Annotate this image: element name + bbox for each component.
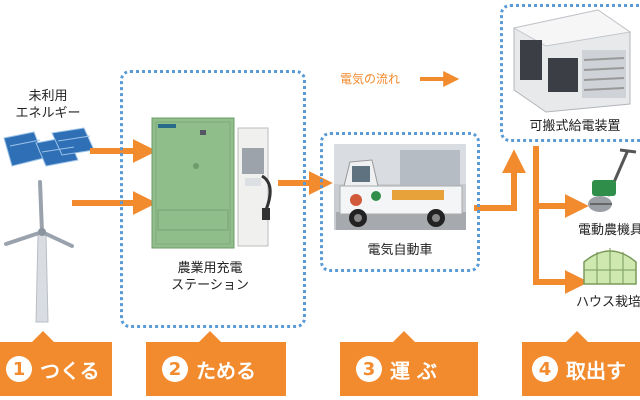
step-2-number: 2	[162, 356, 188, 382]
ev-label: 電気自動車	[367, 243, 433, 258]
step-2-text: ためる	[196, 358, 256, 383]
portable-power-supply-icon	[512, 9, 632, 113]
step-4-text: 取出す	[566, 358, 626, 383]
step-1-text: つくる	[40, 358, 100, 383]
unused-energy-line-1: 未利用	[28, 89, 68, 104]
step-3-notch	[392, 331, 416, 343]
portable-dotted-frame	[500, 4, 640, 142]
wind-turbine-icon	[4, 180, 74, 323]
tiller-label: 電動農機具	[578, 223, 640, 238]
step-1-number: 1	[6, 356, 32, 382]
greenhouse-label: ハウス栽培	[576, 295, 640, 310]
station-dotted-frame	[120, 70, 306, 328]
electric-tiller-icon	[588, 148, 637, 212]
portable-power-label: 可搬式給電装置	[529, 119, 621, 134]
station-label-line-2: ステーション	[171, 278, 249, 293]
step-3-banner: 3 運 ぶ	[340, 342, 478, 396]
electric-vehicle-icon	[334, 144, 466, 230]
station-label: 農業用充電 ステーション	[150, 260, 270, 294]
unused-energy-line-2: エネルギー	[15, 106, 81, 121]
step-1-banner: 1 つくる	[0, 342, 112, 396]
electricity-flow-label: 電気の流れ	[340, 72, 401, 86]
step-4-number: 4	[532, 356, 558, 382]
step-2-notch	[198, 331, 222, 343]
step-4-banner: 4 取出す	[522, 342, 640, 396]
charging-station-icon	[151, 117, 272, 249]
step-4-notch	[565, 331, 589, 343]
unused-energy-label: 未利用 エネルギー	[8, 88, 88, 122]
greenhouse-icon	[583, 248, 637, 285]
ev-dotted-frame	[320, 132, 480, 272]
solar-panel-icon	[3, 127, 95, 167]
step-1-notch	[31, 331, 55, 343]
step-3-text: 運 ぶ	[390, 358, 437, 383]
step-3-number: 3	[356, 356, 382, 382]
station-label-line-1: 農業用充電	[177, 261, 243, 276]
step-2-banner: 2 ためる	[146, 342, 286, 396]
